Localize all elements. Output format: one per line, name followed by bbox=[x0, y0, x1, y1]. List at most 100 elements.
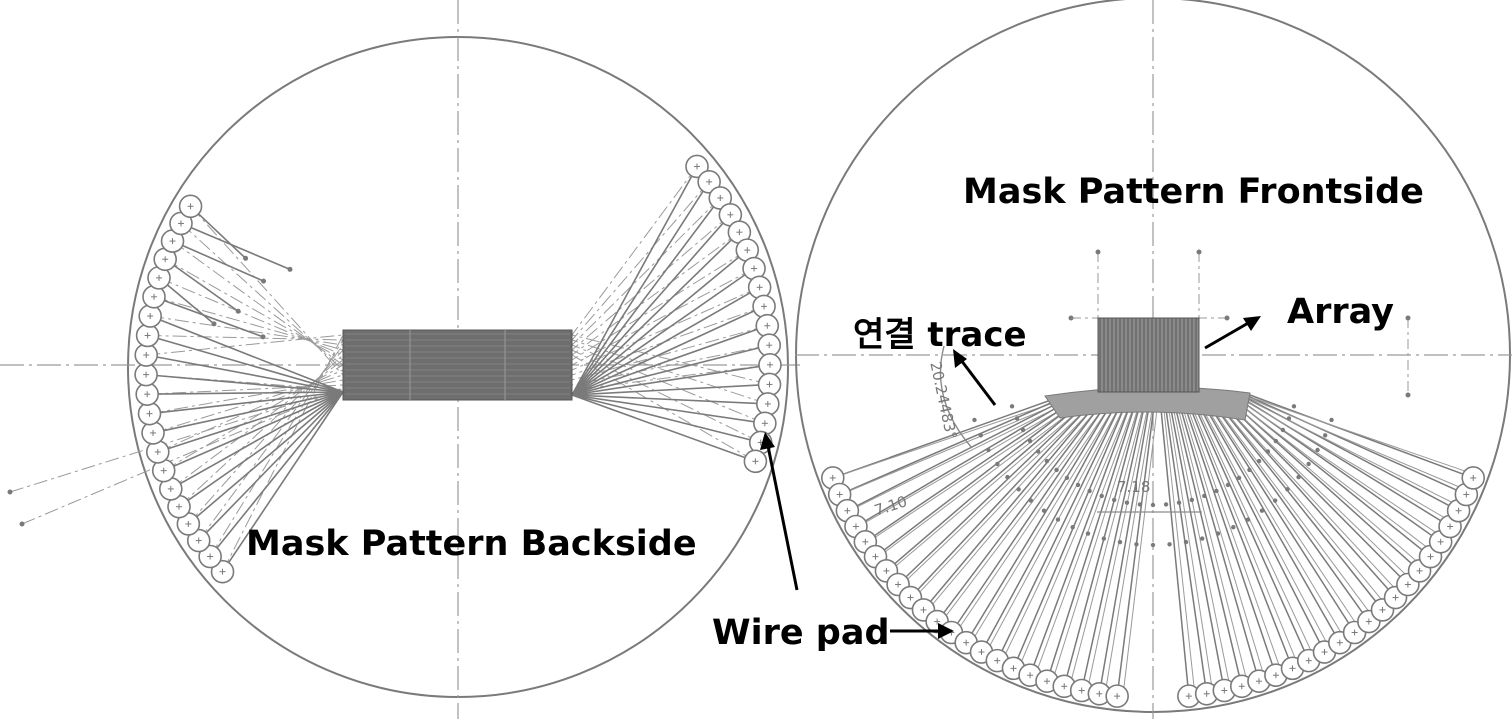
fan-trace-inner bbox=[1019, 397, 1133, 667]
wire-pad bbox=[160, 229, 185, 253]
fan-trace bbox=[897, 394, 1096, 586]
fan-trace bbox=[1193, 394, 1326, 653]
arc-dot bbox=[1014, 416, 1020, 421]
wire-pad bbox=[159, 477, 183, 501]
arc-dot bbox=[1064, 475, 1070, 481]
angle-dimension-arc bbox=[939, 345, 973, 449]
fan-trace bbox=[965, 394, 1118, 644]
wire-pad bbox=[757, 372, 782, 397]
trace-label: 연결 trace bbox=[853, 315, 1027, 355]
guide-line bbox=[571, 286, 760, 371]
trace bbox=[571, 383, 770, 396]
arc-dot bbox=[1247, 467, 1252, 473]
fan-trace-inner bbox=[1052, 397, 1142, 680]
trace bbox=[571, 394, 756, 463]
fan-trace-inner bbox=[1162, 397, 1196, 695]
trace bbox=[571, 305, 765, 396]
wire-pad-label: Wire pad bbox=[712, 613, 890, 653]
wire-pad bbox=[186, 528, 211, 553]
wire-pad bbox=[1194, 681, 1219, 706]
fan-trace bbox=[1202, 394, 1356, 633]
arc-dot bbox=[1167, 542, 1172, 547]
fan-trace-inner bbox=[1239, 397, 1457, 525]
arc-dot bbox=[1236, 475, 1242, 481]
guide-line bbox=[153, 296, 344, 351]
arc-dot bbox=[1176, 500, 1182, 505]
trace bbox=[170, 391, 344, 490]
fan-trace bbox=[996, 394, 1126, 661]
wire-pad bbox=[135, 382, 159, 406]
arc-dot bbox=[1291, 404, 1297, 409]
fan-trace bbox=[1176, 394, 1260, 682]
guide-line bbox=[571, 344, 770, 386]
trace bbox=[571, 394, 765, 425]
arc-dot bbox=[1027, 438, 1033, 444]
arc-dot bbox=[1245, 517, 1251, 522]
trace bbox=[571, 249, 748, 396]
fan-trace-inner bbox=[845, 397, 1073, 493]
arc-dot bbox=[1150, 542, 1156, 548]
trace bbox=[571, 267, 755, 396]
fan-trace-inner bbox=[1235, 397, 1447, 541]
wire-pad bbox=[176, 512, 201, 536]
backside-traces bbox=[146, 166, 771, 573]
fan-trace-inner bbox=[1205, 397, 1362, 631]
arc-dot bbox=[1005, 474, 1010, 480]
arc-dot bbox=[1322, 433, 1328, 438]
fan-trace-inner bbox=[1179, 397, 1266, 680]
arc-dot bbox=[1117, 539, 1123, 545]
fan-trace-inner bbox=[987, 397, 1125, 651]
guide-line bbox=[190, 205, 344, 376]
trace bbox=[149, 391, 344, 415]
arc-dot bbox=[1199, 536, 1205, 541]
fan-trace-inner bbox=[1069, 397, 1146, 685]
guide-end-dot bbox=[1224, 315, 1230, 321]
array-arrowhead bbox=[1243, 316, 1261, 331]
guide-line bbox=[146, 334, 344, 356]
arc-dot bbox=[1215, 531, 1221, 536]
arc-dot bbox=[1016, 487, 1021, 492]
fan-trace-inner bbox=[1196, 397, 1331, 651]
arc-dot bbox=[1306, 461, 1311, 467]
guide-line bbox=[571, 325, 768, 381]
fan-trace-inner bbox=[1188, 397, 1299, 667]
trace bbox=[571, 166, 698, 396]
arc-dot bbox=[1075, 482, 1081, 488]
fan-trace-inner bbox=[1183, 397, 1283, 674]
wire-pad bbox=[743, 449, 768, 474]
arc-dot bbox=[1041, 508, 1047, 513]
wire-pad bbox=[755, 313, 780, 338]
guide-end-dot bbox=[19, 521, 25, 527]
guide-line bbox=[571, 249, 748, 361]
trace bbox=[172, 240, 264, 282]
trace-arrowhead bbox=[953, 349, 967, 368]
fan-trace bbox=[936, 394, 1109, 623]
trace bbox=[180, 222, 291, 271]
arc-dot bbox=[1280, 427, 1286, 433]
fan-trace-inner bbox=[853, 397, 1077, 510]
fan-trace bbox=[1046, 394, 1139, 682]
wire-pad bbox=[697, 170, 721, 194]
guide-line bbox=[180, 223, 344, 371]
fan-trace-inner bbox=[916, 397, 1103, 596]
fan-trace bbox=[1012, 394, 1131, 669]
fan-trace-inner bbox=[1104, 397, 1155, 692]
arc-dot bbox=[986, 447, 991, 453]
frontside-array-block bbox=[1097, 317, 1200, 393]
frontside-wafer bbox=[795, 0, 1512, 719]
trace bbox=[221, 391, 344, 573]
arc-dot bbox=[1296, 474, 1301, 480]
arc-dot bbox=[978, 433, 984, 438]
guide-line bbox=[21, 387, 344, 525]
wire-pad bbox=[137, 401, 162, 426]
fan-trace-inner bbox=[1252, 397, 1480, 477]
fan-trace bbox=[1215, 394, 1397, 599]
fan-trace-inner bbox=[1231, 397, 1437, 556]
fan-trace bbox=[1167, 394, 1226, 691]
trace bbox=[571, 394, 761, 444]
backside-array-block bbox=[342, 329, 573, 401]
wire-pad bbox=[757, 333, 782, 358]
trace bbox=[571, 394, 768, 405]
arc-dot bbox=[1085, 531, 1091, 536]
